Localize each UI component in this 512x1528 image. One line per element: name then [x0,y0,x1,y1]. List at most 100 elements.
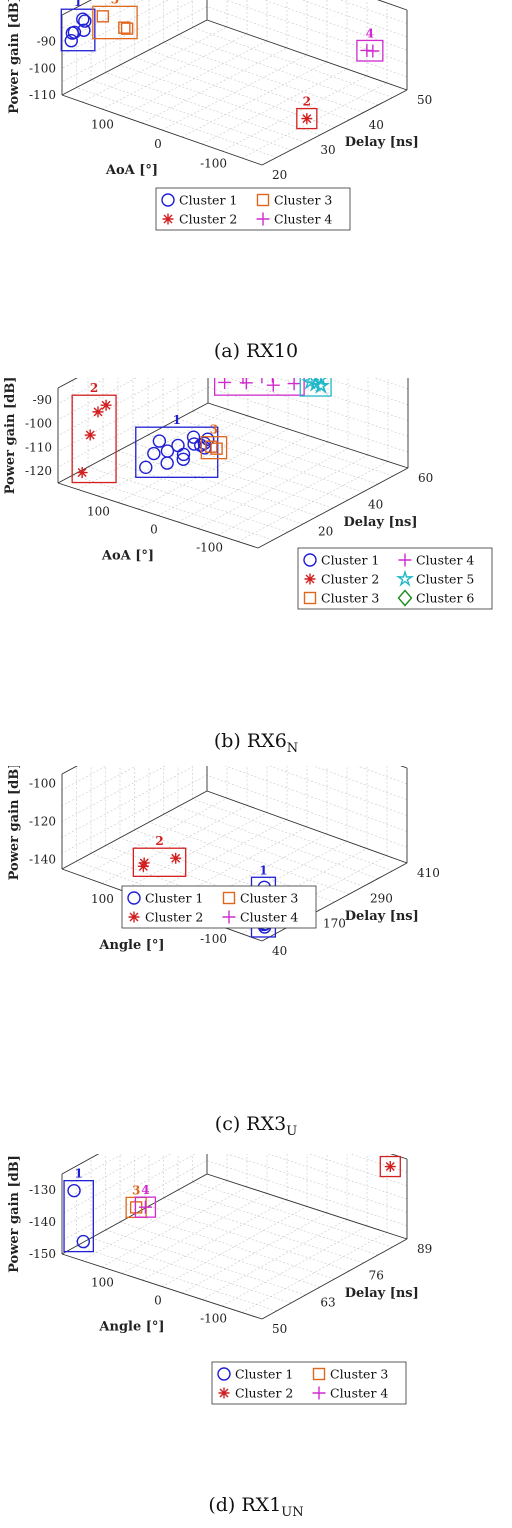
grid-line [201,68,348,145]
data-point [120,22,134,35]
cluster-number: 1 [75,1167,83,1181]
grid-line [217,454,369,536]
x-tick-label: 410 [417,866,440,880]
grid-line [61,1154,408,1215]
data-point [176,447,191,462]
grid-line [148,821,350,895]
legend-label: Cluster 1 [235,1367,293,1382]
cluster-box [63,1180,94,1253]
cluster-number: 2 [303,95,311,109]
grid-line [177,34,379,106]
grid-line [61,1160,408,1241]
axis-edge [61,790,208,870]
grid-line [177,418,379,485]
grid-line [61,766,408,791]
legend-box [121,885,317,929]
grid-line [105,845,306,918]
grid-line [148,49,350,121]
grid-line [102,458,304,525]
data-point [67,25,82,40]
grid-line [61,0,408,42]
grid-line [163,1197,364,1264]
legend-marker [222,891,236,905]
grid-line [192,410,394,477]
y-tick-label: -100 [200,1312,227,1326]
x-tick-label: 50 [272,1322,287,1336]
axis-edge [261,1238,408,1320]
axis-edge [61,94,263,166]
grid-line [197,448,349,529]
legend-box [211,1361,407,1405]
axis-edge [261,89,408,166]
grid-line [141,47,288,124]
grid-line [157,435,309,516]
cluster-number: 1 [259,863,267,877]
legend-label: Cluster 5 [416,572,474,587]
grid-line [119,837,321,911]
cluster-box [299,378,332,397]
x-tick-label: 30 [320,143,335,157]
legend-marker [218,1387,230,1399]
caption-sub: U [286,1123,298,1139]
data-point [76,467,88,479]
axis-edge [61,0,92,16]
x-tick-label: 40 [368,498,383,512]
grid-line [57,378,78,389]
grid-line [201,841,348,920]
data-point [170,852,182,864]
data-point [176,452,190,466]
data-point [152,434,167,448]
axis-edge [57,482,259,549]
data-point [67,1183,81,1198]
data-point [210,442,223,455]
grid-line [81,26,228,103]
z-tick-label: -110 [29,88,56,102]
legend-label: Cluster 2 [321,572,379,587]
grid-line [61,1154,408,1175]
x-tick-label: 50 [417,93,432,107]
grid-line [61,790,408,870]
grid [61,0,408,166]
y-axis-label: Angle [°] [98,938,164,953]
grid-line [162,426,364,493]
data-point [137,860,149,872]
grid-line [121,812,268,891]
caption-c: (c) RX3U [0,1113,512,1139]
series-cluster-3: 3 [92,0,138,40]
y-tick-label: 0 [154,137,162,151]
grid-line [61,19,408,96]
data-point [312,378,331,394]
data-point [271,378,274,383]
caption-text: (b) RX6 [213,730,287,752]
grid-line [61,766,408,775]
grid-line [81,797,228,877]
axis-edge [61,1253,263,1320]
grid [57,378,409,549]
series-cluster-1: 1 [60,0,96,52]
data-point [139,460,153,475]
cluster-number: 4 [141,1183,149,1197]
z-tick-label: -100 [29,61,56,75]
data-point [147,446,161,461]
grid-line [101,805,248,884]
grid-line [192,1181,393,1248]
cluster-box [134,1196,157,1218]
grid-line [57,378,409,420]
series-cluster-2: 2 [296,95,318,130]
legend-marker [304,573,316,585]
grid-line [137,428,289,510]
series-cluster-3: 3 [200,423,228,460]
z-axis-label: Power gain [dB] [7,766,22,880]
grid-line [161,54,308,131]
data-point [301,113,313,125]
grid-line [61,0,408,56]
axis-edge [61,19,208,96]
cluster-box [92,5,138,40]
cluster-number: 3 [210,423,218,437]
